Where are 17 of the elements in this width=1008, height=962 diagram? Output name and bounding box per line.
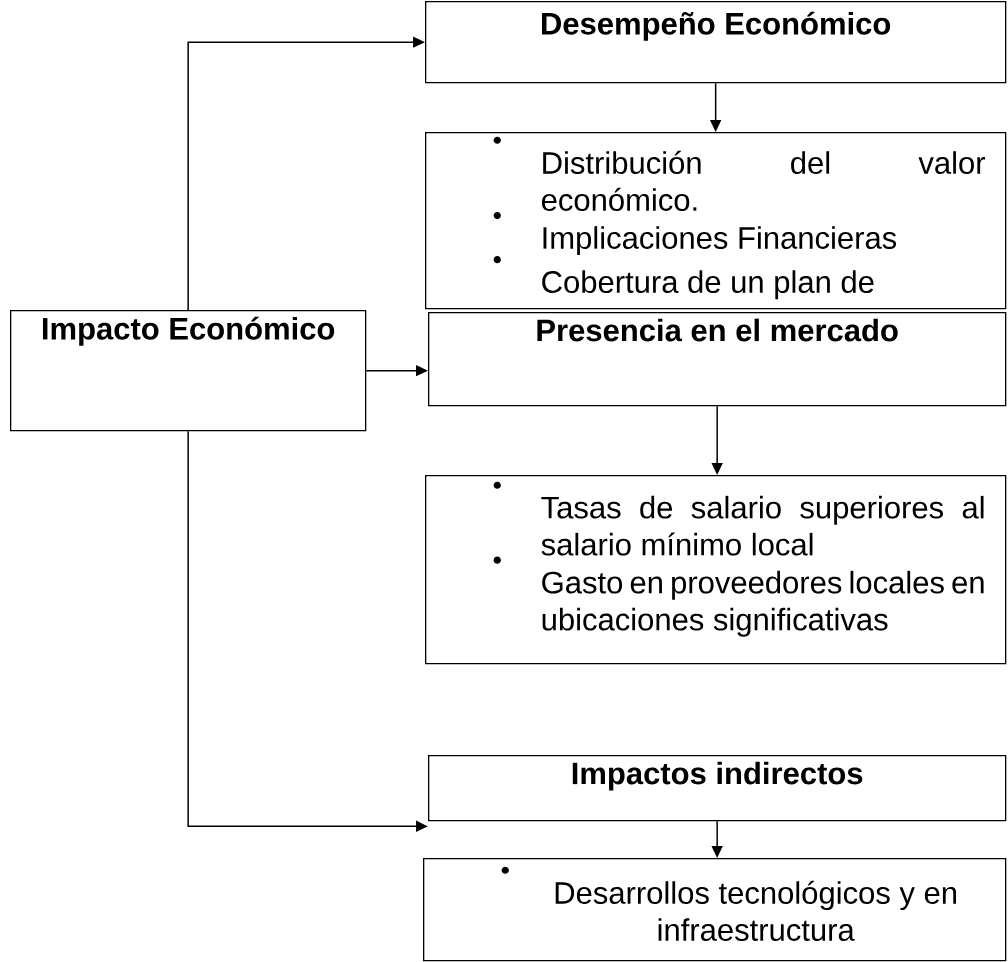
heading-box xyxy=(428,312,1007,407)
list-item: Cobertura de un plan de xyxy=(493,256,874,300)
list-item: Gasto en proveedores locales en ubicaciones significativas xyxy=(493,556,984,637)
list-box xyxy=(423,858,1007,962)
box-heading: Desempeño Económico xyxy=(542,11,891,41)
heading-box xyxy=(428,755,1007,822)
list-item: Distribución del valor económico. xyxy=(493,136,986,211)
box-heading: Presencia en el mercado xyxy=(537,318,898,342)
heading-box xyxy=(425,1,1007,84)
box-heading: Impactos indirectos xyxy=(572,761,863,791)
box-heading: Impacto Económico xyxy=(42,316,335,346)
list-box xyxy=(425,132,1007,310)
list-box xyxy=(425,475,1007,665)
heading-box xyxy=(10,310,367,432)
list-item: Implicaciones Financieras xyxy=(493,212,897,256)
list-item: Tasas de salario superiores al salario mínimo local xyxy=(493,481,984,556)
list-item: Desarrollos tecnológicos y en infraestructura xyxy=(501,866,956,941)
